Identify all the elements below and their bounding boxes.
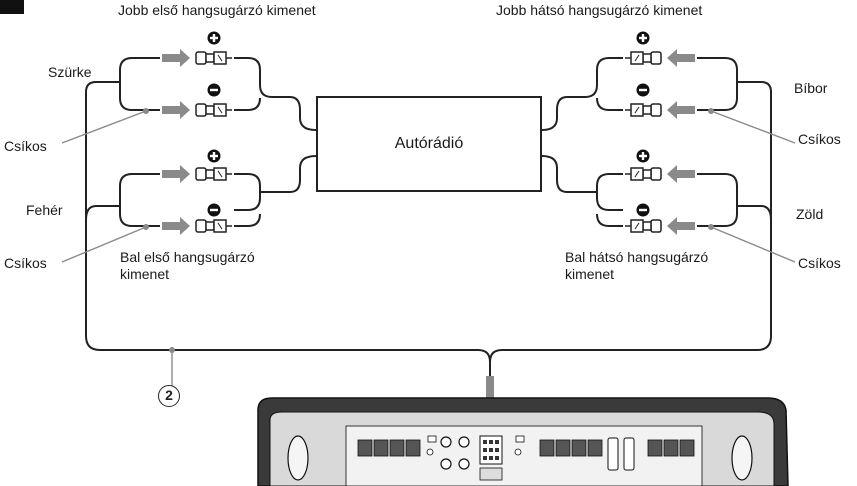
violet-wire-label: Bíbor (794, 80, 828, 96)
head-unit-box: Autórádió (316, 96, 542, 192)
page-tab-marker (0, 0, 24, 14)
right-rear-output-label: Jobb hátsó hangsugárzó kimenet (496, 2, 703, 18)
right-top-striped-label: Csíkos (798, 131, 841, 147)
grey-wire-label: Szürke (48, 64, 92, 80)
right-front-output-label: Jobb első hangsugárzó kimenet (118, 2, 316, 18)
callout-number: 2 (158, 385, 180, 407)
head-unit-label: Autórádió (394, 135, 464, 152)
left-rear-output-label: Bal hátsó hangsugárzó kimenet (565, 249, 709, 282)
white-wire-label: Fehér (26, 202, 63, 218)
amplifier-illustration (257, 397, 789, 486)
green-wire-label: Zöld (796, 206, 824, 222)
right-bottom-striped-label: Csíkos (798, 255, 841, 271)
left-top-striped-label: Csíkos (4, 138, 47, 154)
left-front-output-label: Bal első hangsugárzó kimenet (120, 249, 255, 282)
left-bottom-striped-label: Csíkos (4, 255, 47, 271)
